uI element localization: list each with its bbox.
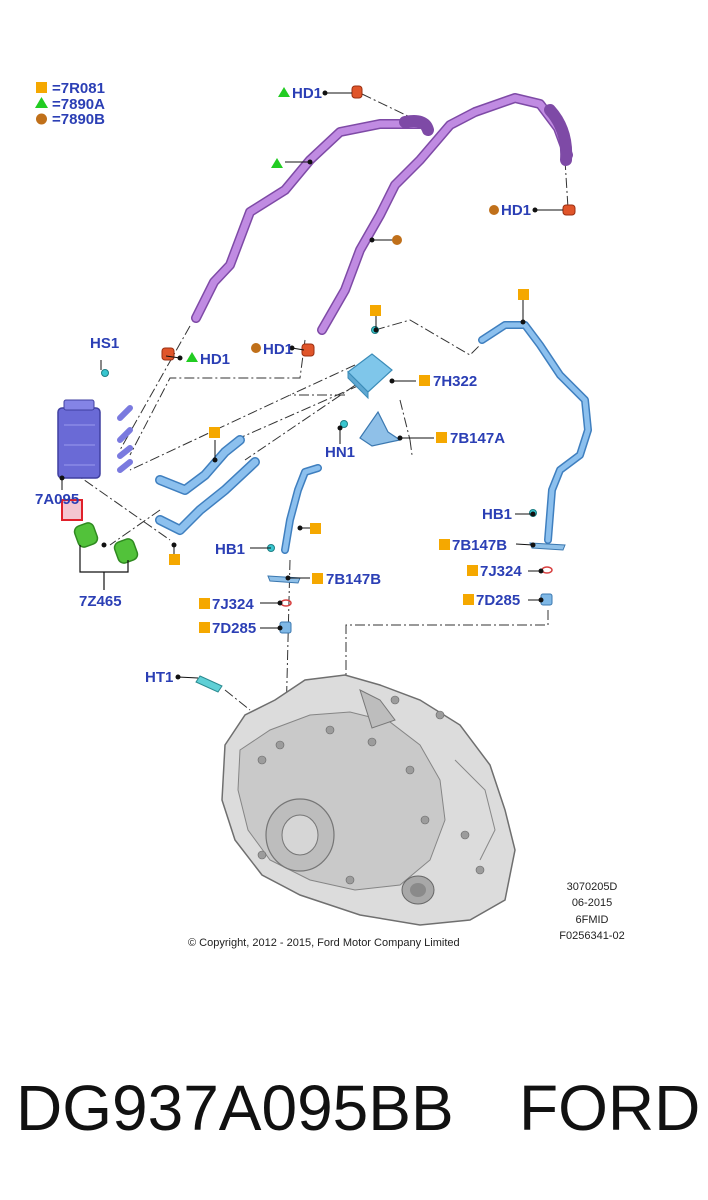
bracket-7b147b-left [267,575,301,584]
legend-triangle-icon [35,97,48,108]
triangle-icon [271,158,283,168]
meta-line-3: 6FMID [576,914,609,926]
label-7a095: 7A095 [35,491,79,508]
label-hb1-left: HB1 [215,541,245,558]
square-icon [312,573,323,584]
legend-7890a: =7890A [52,96,105,113]
square-icon [439,539,450,550]
square-icon [209,427,220,438]
meta-line-4: F0256341-02 [559,930,624,942]
label-7h322: 7H322 [433,373,477,390]
square-icon [199,598,210,609]
label-hd1-mid-left: HD1 [263,341,293,358]
bracket-7z465 [79,545,129,590]
square-icon [467,565,478,576]
square-icon [436,432,447,443]
square-icon [370,305,381,316]
label-hn1: HN1 [325,444,355,461]
bracket-7h322 [347,353,393,400]
meta-line-2: 06-2015 [572,897,612,909]
drawing-metadata: 3070205D 06-2015 6FMID F0256341-02 [559,881,624,942]
footer-part-number: DG937A095BB [16,1072,454,1144]
label-7d285-right: 7D285 [476,592,520,609]
symbol-markers [169,87,529,633]
label-7b147b-left: 7B147B [326,571,381,588]
purple-cooler-pipes [191,93,573,335]
label-7d285-left: 7D285 [212,620,256,637]
square-icon [518,289,529,300]
label-7j324-left: 7J324 [212,596,254,613]
oil-cooler [57,399,101,479]
label-7j324-right: 7J324 [480,563,522,580]
triangle-icon [278,87,290,97]
circle-icon [489,205,499,215]
meta-line-1: 3070205D [567,881,618,893]
square-icon [419,375,430,386]
leader-dots [59,90,544,680]
square-icon [463,594,474,605]
legend-7890b: =7890B [52,111,105,128]
legend: =7R081 =7890A =7890B [35,80,105,128]
part-highlight-box [61,499,83,521]
oring-right-icon [541,566,553,574]
square-icon [310,523,321,534]
label-hd1-mid: HD1 [200,351,230,368]
circle-icon [392,235,402,245]
square-icon [169,554,180,565]
label-hd1-right: HD1 [501,202,531,219]
label-hs1: HS1 [90,335,119,352]
leader-lines [61,92,563,679]
part-labels: HD1 HD1 HD1 HD1 HS1 7H322 7B147A HN1 7A0… [35,85,531,686]
bracket-7b147a [359,410,402,447]
temperature-sensor [195,675,223,693]
circle-icon [251,343,261,353]
label-7b147a: 7B147A [450,430,505,447]
label-ht1: HT1 [145,669,173,686]
blue-transmission-pipes [117,321,592,554]
triangle-icon [186,352,198,362]
label-7z465: 7Z465 [79,593,122,610]
legend-circle-icon [36,113,47,125]
legend-square-icon [36,82,47,93]
legend-7r081: =7R081 [52,80,105,97]
label-7b147b-right: 7B147B [452,537,507,554]
footer-brand: FORD [519,1072,700,1144]
green-clips [73,522,139,564]
label-hb1-right: HB1 [482,506,512,523]
label-hd1-top: HD1 [292,85,322,102]
transmission-housing [221,674,516,926]
copyright-notice: © Copyright, 2012 - 2015, Ford Motor Com… [188,937,460,949]
square-icon [199,622,210,633]
